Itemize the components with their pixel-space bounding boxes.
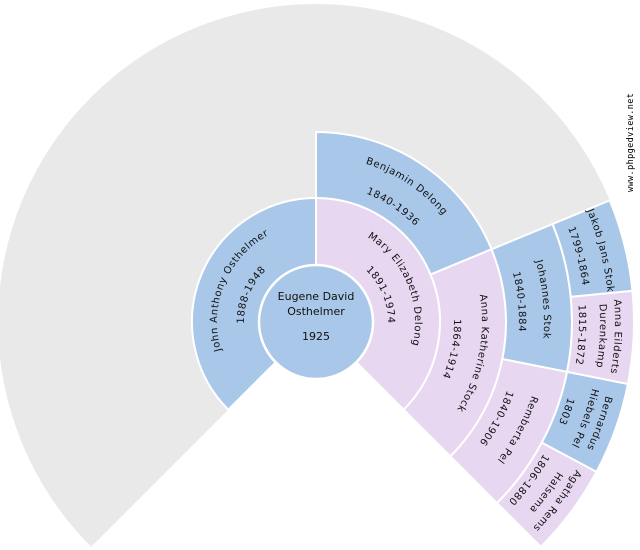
- watermark-url: www.phpgedview.net: [626, 93, 636, 192]
- center-person-year: 1925: [302, 330, 330, 343]
- center-person-name-line2: Osthelmer: [287, 305, 345, 318]
- fan-cell-dates: 1815-1872: [573, 305, 587, 366]
- center-person-name-line1: Eugene David: [278, 290, 355, 303]
- center-person-disc[interactable]: [257, 263, 375, 381]
- fan-cell-agatha-rems-halsema[interactable]: [495, 441, 598, 549]
- svg-text:1815-1872: 1815-1872: [573, 305, 587, 366]
